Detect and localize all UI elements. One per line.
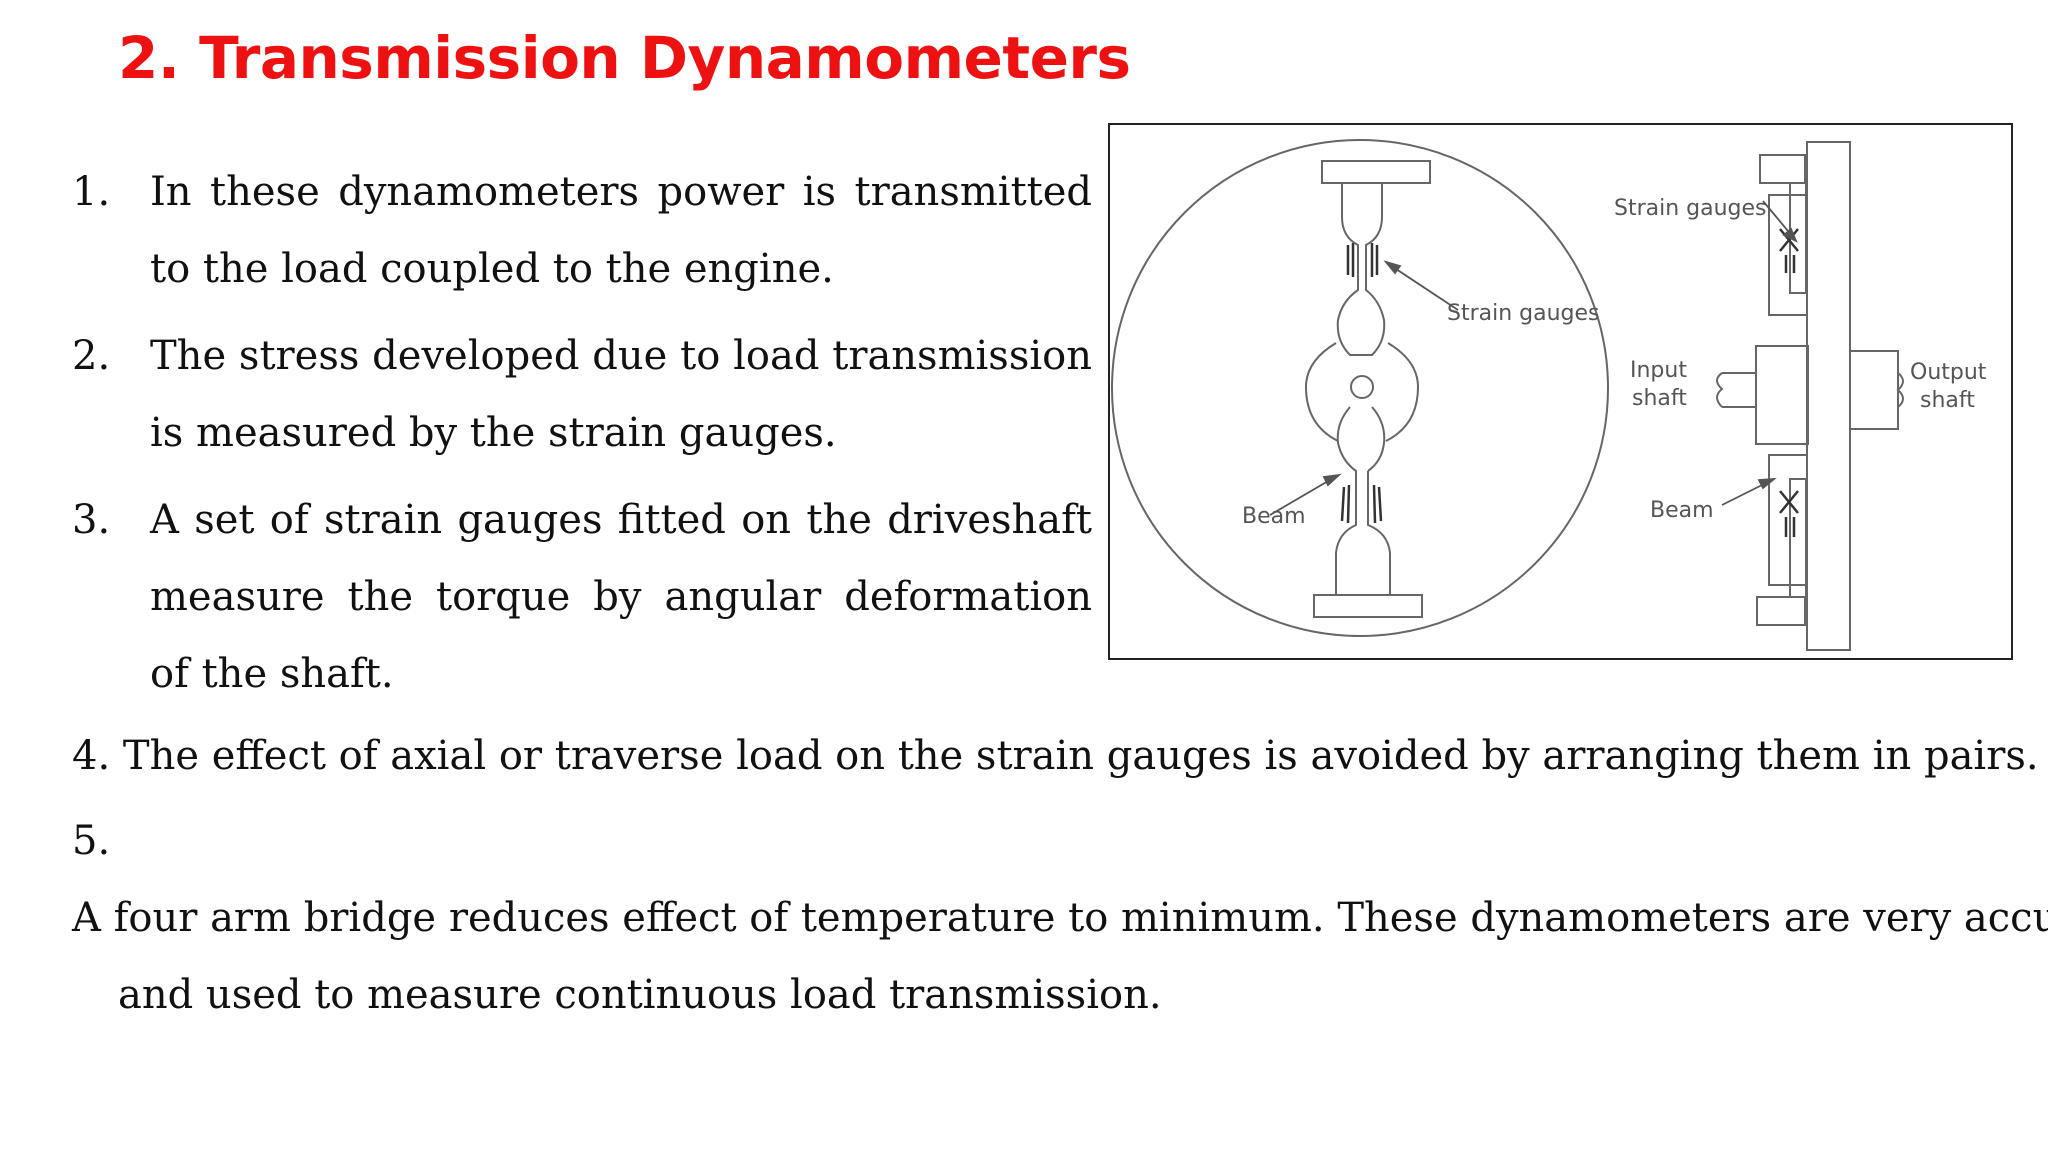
beam-upper <box>1336 183 1386 356</box>
diagram-svg: Strain gauges Strain gauges Beam Beam In… <box>1111 139 1987 651</box>
strain-gauges-side-upper <box>1779 228 1799 273</box>
arrowhead <box>1322 473 1342 487</box>
side-upper-beam <box>1768 194 1808 316</box>
list-item-number: 5. <box>72 818 111 864</box>
bottom-mount-block <box>1313 594 1423 618</box>
list-item-4: 4. The effect of axial or traverse load … <box>72 718 2039 795</box>
list-item-text: A set of strain gauges fitted on the dri… <box>150 497 1092 697</box>
output-shaft-break <box>1896 372 1904 408</box>
label-output-shaft-line-1: Output <box>1910 360 1987 385</box>
input-shaft <box>1722 372 1756 408</box>
list-item-text: The stress developed due to load transmi… <box>150 333 1092 456</box>
list-item-text: The effect of axial or traverse load on … <box>122 733 2039 779</box>
label-strain-gauges-center: Strain gauges <box>1447 301 1600 326</box>
arrowhead <box>1757 477 1777 490</box>
dynamometer-diagram: Strain gauges Strain gauges Beam Beam In… <box>1108 123 2013 660</box>
list-item-number: 4. <box>72 733 111 779</box>
center-ring-right <box>1385 342 1420 442</box>
label-beam-left: Beam <box>1242 504 1306 529</box>
side-top-block <box>1759 154 1806 184</box>
slide-title: 2. Transmission Dynamometers <box>118 24 1131 92</box>
input-shaft-break <box>1716 372 1724 408</box>
side-hub <box>1755 345 1809 445</box>
list-item-text-line-2: and used to measure continuous load tran… <box>118 972 1162 1018</box>
output-hub <box>1849 350 1899 430</box>
strain-gauges-upper <box>1346 243 1379 277</box>
arrowhead <box>1782 227 1798 243</box>
side-bottom-block <box>1756 596 1806 626</box>
leader-strain-gauges-center <box>1389 264 1459 311</box>
beam-lower <box>1335 406 1391 595</box>
label-strain-gauges-side: Strain gauges <box>1614 196 1767 221</box>
list-item-text-line-1: A four arm bridge reduces effect of temp… <box>72 895 2048 941</box>
list-item-number: 3. <box>72 497 111 543</box>
strain-gauges-lower <box>1340 484 1383 524</box>
arrowhead <box>1383 260 1402 275</box>
leader-beam-left <box>1269 476 1336 516</box>
list-item-text: In these dynamometers power is transmitt… <box>150 169 1092 292</box>
disc-outline <box>1111 139 1609 637</box>
center-ring-left <box>1304 342 1339 442</box>
label-output-shaft-line-2: shaft <box>1920 388 1975 413</box>
list-item-number: 1. <box>72 169 111 215</box>
strain-gauges-side-lower <box>1779 490 1799 537</box>
side-lower-beam <box>1768 454 1808 586</box>
label-input-shaft-line-1: Input <box>1630 358 1687 383</box>
top-mount-block <box>1321 160 1431 184</box>
label-beam-right: Beam <box>1650 498 1714 523</box>
list-item-5: 5. A four arm bridge reduces effect of t… <box>72 803 2048 1034</box>
side-flange-plate <box>1806 141 1851 651</box>
center-pin <box>1350 375 1374 399</box>
list-item-number: 2. <box>72 333 111 379</box>
label-input-shaft-line-2: shaft <box>1632 386 1687 411</box>
